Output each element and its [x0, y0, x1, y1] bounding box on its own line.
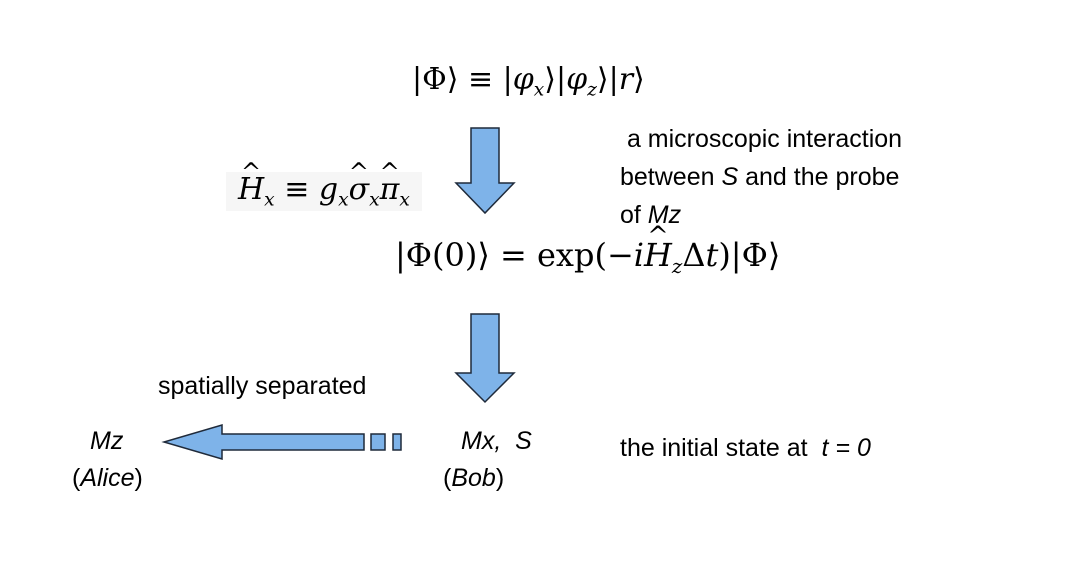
separation-label: spatially separated [158, 372, 367, 400]
state-equation: |Φ⟩ ≡ |φx⟩|φz⟩|r⟩ [412, 62, 645, 101]
left-arrow [161, 423, 365, 461]
alice-label: (Alice) [72, 464, 143, 492]
down-arrow-top [454, 127, 516, 215]
arrow-dash-1 [370, 433, 386, 451]
interaction-note-line3: of Mz [620, 201, 682, 229]
arrow-dash-2 [392, 433, 402, 451]
initial-state-label: the initial state at t = 0 [620, 434, 871, 462]
interaction-note-line2: between S and the probe [620, 163, 900, 191]
evolution-equation: |Φ(0)⟩ = exp(−iHzΔt)|Φ⟩ [395, 221, 780, 278]
down-arrow-bottom [454, 313, 516, 404]
bob-label: (Bob) [443, 464, 505, 492]
interaction-note: a microscopic interaction between S and … [620, 120, 902, 234]
bob-name: Mx, S [461, 427, 532, 455]
alice-name: Mz [90, 427, 124, 455]
interaction-note-line1: a microscopic interaction [626, 125, 903, 153]
hamiltonian-equation: Hx ≡ gxσxπx [226, 158, 422, 211]
